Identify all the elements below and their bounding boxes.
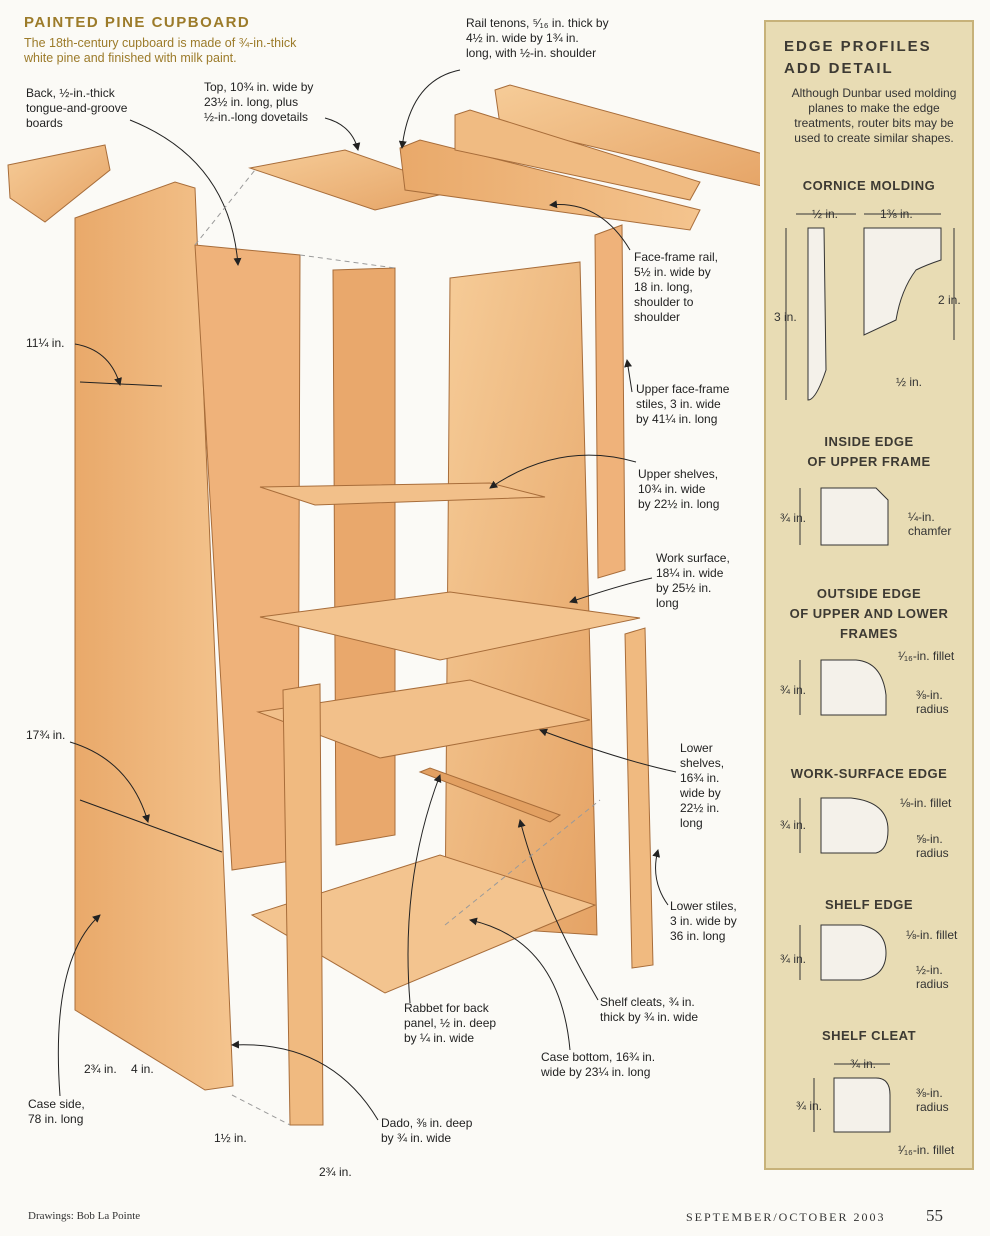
- page-number: 55: [926, 1206, 943, 1225]
- work-surface-edge-note-radius: ⅝-in. radius: [916, 832, 949, 860]
- leader-upper-shelves: [489, 454, 637, 489]
- callout-shelf-cleats: Shelf cleats, ¾ in. thick by ¾ in. wide: [600, 995, 699, 1024]
- leader-17: [69, 741, 150, 823]
- hidden-line-2: [299, 254, 396, 269]
- lower-shelf: [256, 679, 591, 759]
- leader-face-frame-rail: [549, 200, 631, 251]
- upper-rail-cap: [454, 109, 701, 201]
- shelf-cleat: [418, 767, 562, 823]
- callout-face-frame-rail: Face-frame rail, 5½ in. wide by 18 in. l…: [634, 250, 719, 324]
- dim-4-label: 4 in.: [131, 1062, 154, 1076]
- leader-upper-stile: [624, 359, 633, 393]
- face-frame-rail: [399, 139, 701, 231]
- cornice-dim-half-b: ½ in.: [896, 375, 923, 389]
- inside-edge-dim: ¾ in.: [780, 511, 807, 525]
- work-surface-edge-note-fillet: ⅛-in. fillet: [900, 796, 952, 810]
- outside-edge-dim: ¾ in.: [780, 683, 807, 697]
- callout-lower-shelves: Lower shelves, 16¾ in. wide by 22½ in. l…: [680, 741, 725, 830]
- upper-shelf: [259, 482, 546, 506]
- cornice-dim-half: ½ in.: [812, 207, 839, 221]
- leader-back: [129, 119, 242, 266]
- callout-rabbet: Rabbet for back panel, ½ in. deep by ¼ i…: [404, 1001, 497, 1045]
- callout-work-surface: Work surface, 18¼ in. wide by 25½ in. lo…: [656, 551, 730, 610]
- inside-edge-note: ¼-in. chamfer: [908, 510, 952, 538]
- leader-rabbet: [407, 774, 442, 1004]
- cornice-dim-1-3-8: 1⅜ in.: [880, 207, 913, 221]
- lower-stile-left: [282, 683, 324, 1126]
- dim-17-label: 17¾ in.: [26, 728, 66, 742]
- shelf-edge-heading: SHELF EDGE: [824, 897, 914, 912]
- leader-top: [324, 117, 361, 151]
- callout-top: Top, 10¾ in. wide by 23½ in. long, plus …: [204, 80, 314, 124]
- work-surface-edge-profile: [820, 797, 889, 854]
- back-board-2: [332, 267, 396, 846]
- dim-11-line: [79, 381, 163, 387]
- leader-case-bottom: [469, 917, 571, 1051]
- shelf-cleat-note-fillet: ¹⁄₁₆-in. fillet: [898, 1143, 955, 1157]
- leader-11: [74, 343, 122, 386]
- cornice-profile-back: [807, 227, 827, 401]
- outside-edge-profile: [820, 659, 887, 716]
- upper-face-frame-stile: [594, 224, 626, 579]
- leader-lower-stiles: [652, 849, 669, 906]
- callout-rail-tenons: Rail tenons, ⁵⁄₁₆ in. thick by 4½ in. wi…: [466, 16, 609, 60]
- shelf-edge-profile: [820, 924, 887, 981]
- work-surface-edge-heading: WORK-SURFACE EDGE: [790, 766, 948, 781]
- cornice-dim-2: 2 in.: [938, 293, 961, 307]
- hidden-line-1: [194, 169, 256, 246]
- page-title: PAINTED PINE CUPBOARD: [24, 14, 251, 31]
- lower-stile-right: [624, 627, 654, 969]
- outside-edge-note-radius: ⅜-in. radius: [916, 688, 949, 716]
- shelf-edge-note-fillet: ⅛-in. fillet: [906, 928, 958, 942]
- leader-lower-shelves: [539, 728, 677, 773]
- leader-dado: [231, 1040, 379, 1121]
- outside-edge-heading: OUTSIDE EDGE OF UPPER AND LOWER FRAMES: [789, 586, 949, 641]
- hidden-line-4: [231, 1094, 291, 1126]
- callout-upper-shelves: Upper shelves, 10¾ in. wide by 22½ in. l…: [638, 467, 720, 511]
- shelf-cleat-note-radius: ⅜-in. radius: [916, 1086, 949, 1114]
- leader-work-surface: [569, 577, 653, 604]
- leader-case-side: [57, 914, 101, 1097]
- sidebar-title: EDGE PROFILES ADD DETAIL: [784, 38, 932, 77]
- dim-11-label: 11¼ in.: [26, 336, 65, 350]
- shelf-edge-dim: ¾ in.: [780, 952, 807, 966]
- case-bottom: [250, 854, 597, 994]
- inside-edge-profile: [820, 487, 889, 546]
- dim-17-line: [79, 799, 223, 853]
- shelf-cleat-heading: SHELF CLEAT: [821, 1028, 917, 1043]
- hidden-line-3: [444, 799, 601, 926]
- work-surface-edge-dim: ¾ in.: [780, 818, 807, 832]
- cornice-profile-front: [863, 227, 942, 336]
- case-side: [74, 181, 234, 1091]
- shelf-cleat-profile: [833, 1077, 891, 1133]
- cupboard-exploded-drawing: [7, 69, 760, 1126]
- callout-lower-stiles: Lower stiles, 3 in. wide by 36 in. long: [670, 899, 737, 943]
- cornice-heading: CORNICE MOLDING: [802, 178, 936, 193]
- page-subtitle: The 18th-century cupboard is made of ¾-i…: [24, 36, 297, 65]
- inside-edge-heading: INSIDE EDGE OF UPPER FRAME: [807, 434, 931, 469]
- callout-back: Back, ½-in.-thick tongue-and-groove boar…: [26, 86, 128, 130]
- issue-date: SEPTEMBER/OCTOBER 2003: [686, 1210, 886, 1224]
- callout-case-bottom: Case bottom, 16¾ in. wide by 23¼ in. lon…: [541, 1050, 656, 1079]
- cornice-dim-3: 3 in.: [774, 310, 797, 324]
- shelf-cleat-dim: ¾ in.: [796, 1099, 823, 1113]
- drawing-credit: Drawings: Bob La Pointe: [28, 1210, 141, 1222]
- callout-case-side: Case side, 78 in. long: [28, 1097, 85, 1126]
- outside-edge-note-fillet: ¹⁄₁₆-in. fillet: [898, 649, 955, 663]
- cornice-molding-left: [7, 144, 111, 223]
- dim-1-1-2-label: 1½ in.: [214, 1131, 247, 1145]
- sidebar-intro: Although Dunbar used molding planes to m…: [791, 86, 957, 145]
- leader-shelf-cleats: [517, 819, 599, 1001]
- shelf-cleat-dim-top: ¾ in.: [850, 1057, 877, 1071]
- dim-2-3-4a-label: 2¾ in.: [84, 1062, 117, 1076]
- edge-profile-drawings: [785, 213, 955, 1133]
- callout-upper-stiles: Upper face-frame stiles, 3 in. wide by 4…: [636, 382, 730, 426]
- callout-dado: Dado, ⅜ in. deep by ¾ in. wide: [381, 1116, 473, 1145]
- work-surface: [259, 591, 641, 661]
- dim-2-3-4b-label: 2¾ in.: [319, 1165, 352, 1179]
- shelf-edge-note-radius: ½-in. radius: [916, 963, 949, 991]
- leader-rail-tenons: [398, 69, 461, 149]
